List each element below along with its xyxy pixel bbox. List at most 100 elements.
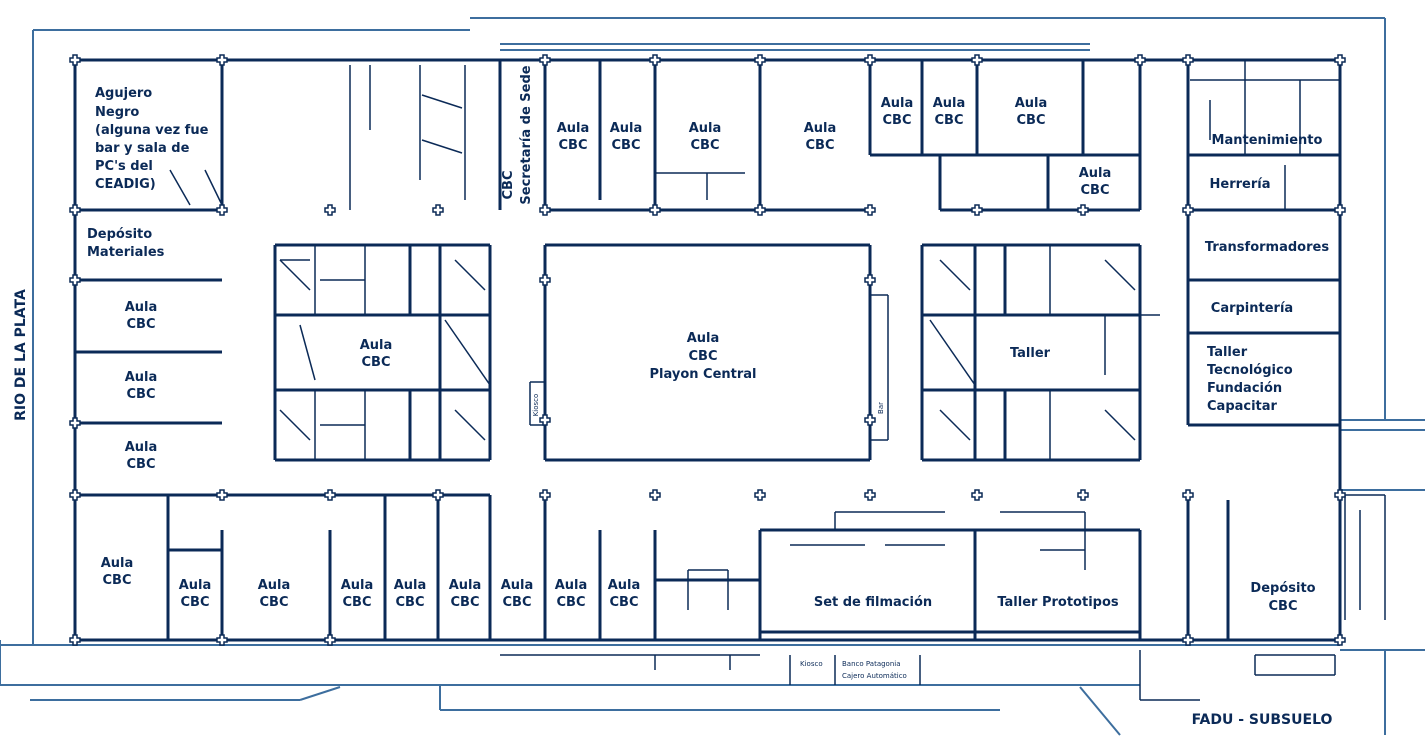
svg-text:Agujero: Agujero (95, 86, 152, 101)
aula-label: Aula (258, 578, 291, 593)
column-marker (539, 489, 551, 501)
aula-label: Aula (555, 578, 588, 593)
column-marker (216, 54, 228, 66)
aula-label: CBC (127, 387, 156, 402)
aula-label: CBC (127, 457, 156, 472)
svg-text:Tecnológico: Tecnológico (1207, 363, 1293, 378)
column-marker (216, 634, 228, 646)
room-taller-prototipos: Taller Prototipos (997, 595, 1119, 610)
wall-segment (939, 259, 971, 291)
column-marker (864, 274, 876, 286)
column-marker (69, 274, 81, 286)
room-taller: Taller (1010, 346, 1051, 361)
column-marker (754, 204, 766, 216)
column-marker (1334, 489, 1346, 501)
wall-segment (299, 324, 316, 381)
aula-label: Aula (394, 578, 427, 593)
wall-segment (204, 169, 223, 206)
wall-segment (929, 319, 976, 386)
aula-label: Aula (608, 578, 641, 593)
column-marker (649, 204, 661, 216)
label-secretaria: Secretaría de Sede (519, 65, 534, 204)
aula-label: Aula (933, 96, 966, 111)
plan-title: FADU - SUBSUELO (1192, 712, 1333, 728)
room-agujero-negro: Agujero Negro (alguna vez fue bar y sala… (95, 86, 209, 192)
wall-segment (939, 409, 971, 441)
column-marker (971, 489, 983, 501)
aula-label: Aula (689, 121, 722, 136)
column-marker (1334, 634, 1346, 646)
column-marker (69, 417, 81, 429)
aula-label: Aula (179, 578, 212, 593)
aula-label: CBC (503, 595, 532, 610)
room-playon-central: Aula CBC Playon Central (649, 331, 756, 382)
svg-text:Materiales: Materiales (87, 245, 165, 260)
aula-label: Aula (557, 121, 590, 136)
aula-label: CBC (362, 355, 391, 370)
aula-label: Aula (1015, 96, 1048, 111)
svg-text:CBC: CBC (689, 349, 718, 364)
svg-text:bar y sala de: bar y sala de (95, 141, 190, 156)
aula-label: Aula (125, 300, 158, 315)
column-marker (754, 54, 766, 66)
column-marker (539, 414, 551, 426)
aula-label: CBC (1081, 183, 1110, 198)
svg-text:Aula: Aula (687, 331, 720, 346)
room-mantenimiento: Mantenimiento (1212, 133, 1323, 148)
room-taller-tecnologico: Taller Tecnológico Fundación Capacitar (1207, 345, 1293, 414)
aula-label: CBC (260, 595, 289, 610)
thin-walls (169, 60, 1386, 701)
column-marker (324, 634, 336, 646)
aula-label: Aula (125, 370, 158, 385)
room-herreria: Herrería (1210, 177, 1271, 192)
aula-label: CBC (1017, 113, 1046, 128)
wall-segment (454, 259, 486, 291)
aula-label: CBC (883, 113, 912, 128)
wall-segment (1104, 259, 1136, 291)
label-banco: Banco Patagonia (842, 660, 901, 668)
aula-label: Aula (101, 556, 134, 571)
svg-text:Playon Central: Playon Central (649, 367, 756, 382)
wall-rect (73, 58, 1342, 642)
column-marker (1134, 54, 1146, 66)
column-marker (69, 204, 81, 216)
wall-segment (444, 319, 491, 386)
room-set-filmacion: Set de filmación (814, 595, 932, 610)
aula-label: Aula (881, 96, 914, 111)
svg-text:CEADIG): CEADIG) (95, 177, 156, 192)
room-carpinteria: Carpintería (1211, 301, 1293, 316)
aula-label: CBC (806, 138, 835, 153)
aula-label: CBC (612, 138, 641, 153)
column-marker (754, 489, 766, 501)
column-marker (539, 204, 551, 216)
aula-label: CBC (557, 595, 586, 610)
column-marker (649, 489, 661, 501)
wall-segment (1079, 686, 1121, 736)
aula-label: CBC (343, 595, 372, 610)
svg-text:CBC: CBC (1269, 599, 1298, 614)
column-marker (1077, 489, 1089, 501)
column-marker (324, 489, 336, 501)
column-marker (432, 489, 444, 501)
room-transformadores: Transformadores (1205, 240, 1329, 255)
svg-text:Fundación: Fundación (1207, 381, 1282, 396)
wall-segment (421, 94, 463, 109)
aula-label: CBC (127, 317, 156, 332)
column-marker (864, 204, 876, 216)
column-marker (69, 54, 81, 66)
label-bar: Bar (877, 402, 885, 414)
aula-label: CBC (691, 138, 720, 153)
column-marker (539, 54, 551, 66)
label-kiosco-small: Kiosco (532, 394, 540, 417)
aula-label: CBC (559, 138, 588, 153)
svg-text:Negro: Negro (95, 105, 139, 120)
column-marker (1182, 204, 1194, 216)
room-deposito-cbc: Depósito CBC (1250, 581, 1315, 614)
column-marker (539, 274, 551, 286)
aula-label: Aula (341, 578, 374, 593)
svg-text:Taller: Taller (1207, 345, 1248, 360)
svg-text:PC's del: PC's del (95, 159, 153, 174)
aula-label: Aula (360, 338, 393, 353)
column-marker (1182, 634, 1194, 646)
